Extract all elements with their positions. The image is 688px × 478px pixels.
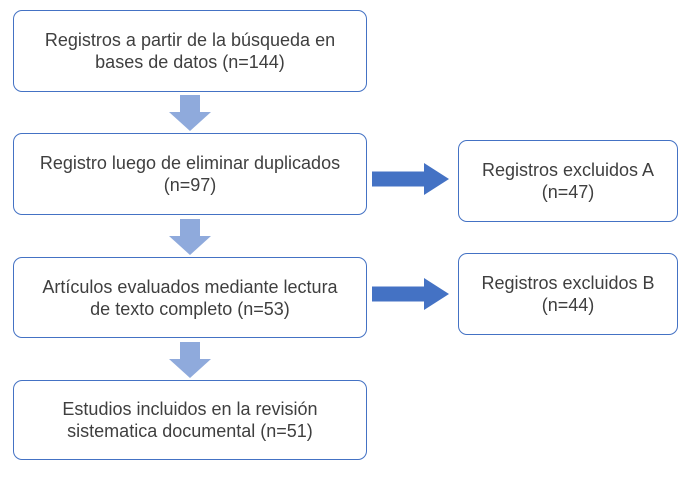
down-arrow-2-shape: [169, 219, 211, 255]
flow-step-database-search-label: Registros a partir de la búsqueda en bas…: [44, 30, 336, 72]
flow-step-duplicates-removed: Registro luego de eliminar duplicados (n…: [13, 133, 367, 215]
down-arrow-1-shape: [169, 95, 211, 131]
flow-step-included-studies: Estudios incluidos en la revisión sistem…: [13, 380, 367, 460]
excluded-records-b-label: Registros excluidos B (n=44): [481, 273, 655, 315]
flow-step-fulltext-assessed: Artículos evaluados mediante lectura de …: [13, 257, 367, 338]
flow-step-database-search: Registros a partir de la búsqueda en bas…: [13, 10, 367, 92]
excluded-records-a-box: Registros excluidos A (n=47): [458, 140, 678, 222]
right-arrow-a-shape: [372, 163, 449, 195]
flow-step-included-studies-label: Estudios incluidos en la revisión sistem…: [62, 399, 318, 441]
flow-step-duplicates-removed-label: Registro luego de eliminar duplicados (n…: [39, 153, 341, 195]
down-arrow-3: [169, 342, 211, 378]
flow-step-fulltext-assessed-label: Artículos evaluados mediante lectura de …: [42, 276, 338, 319]
down-arrow-3-shape: [169, 342, 211, 378]
right-arrow-a: [372, 163, 449, 195]
down-arrow-1: [169, 95, 211, 131]
excluded-records-a-label: Registros excluidos A (n=47): [481, 160, 655, 202]
right-arrow-b: [372, 278, 449, 310]
down-arrow-2: [169, 219, 211, 255]
right-arrow-b-shape: [372, 278, 449, 310]
excluded-records-b-box: Registros excluidos B (n=44): [458, 253, 678, 335]
